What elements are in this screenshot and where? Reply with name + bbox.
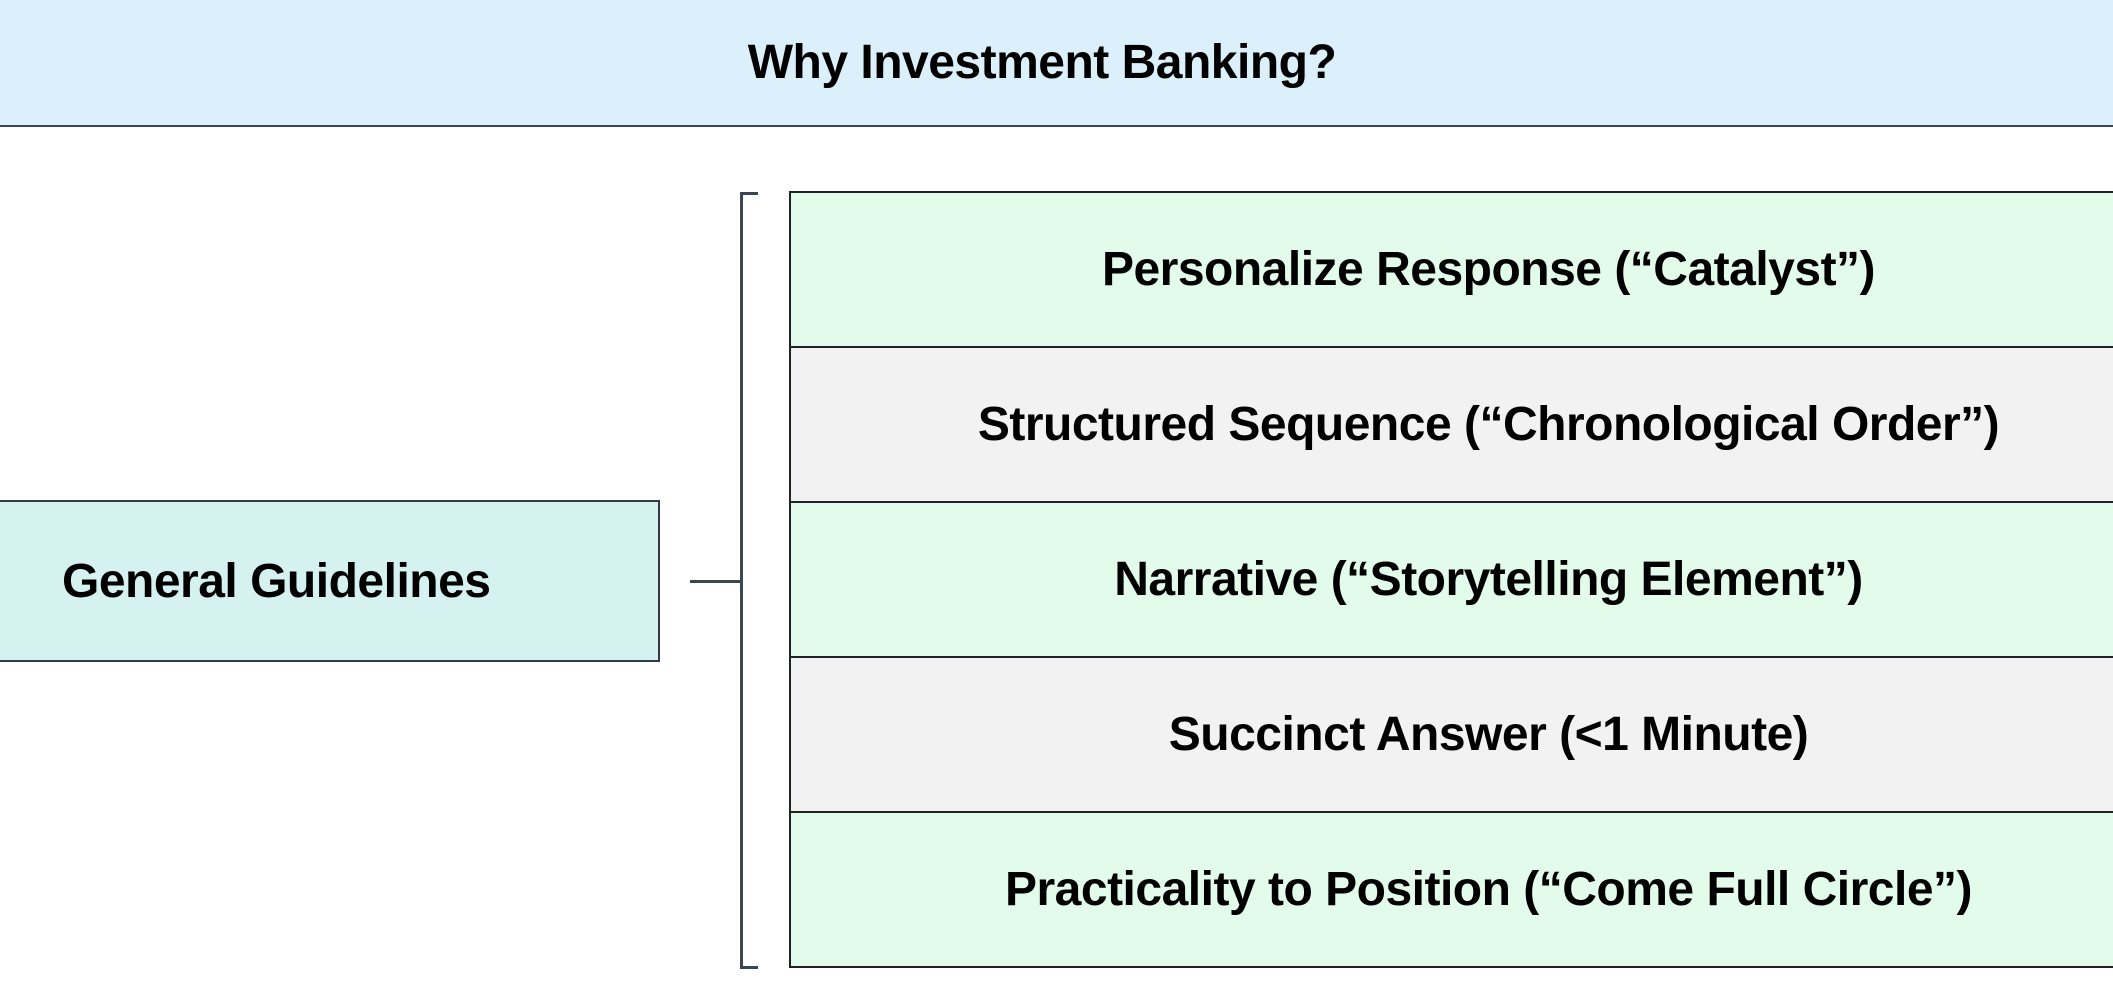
guideline-row-practicality: Practicality to Position (“Come Full Cir… [789, 811, 2113, 968]
guideline-row-structured: Structured Sequence (“Chronological Orde… [789, 346, 2113, 503]
guideline-label: Personalize Response (“Catalyst”) [1101, 243, 1876, 296]
guideline-label: Narrative (“Storytelling Element”) [1114, 553, 1863, 606]
connector-line [690, 580, 742, 583]
guideline-label: Structured Sequence (“Chronological Orde… [977, 398, 2000, 451]
page-title: Why Investment Banking? [747, 36, 1337, 89]
header-banner: Why Investment Banking? [0, 0, 2113, 127]
general-guidelines-label: General Guidelines [62, 554, 491, 608]
guideline-label: Practicality to Position (“Come Full Cir… [1004, 863, 1973, 916]
general-guidelines-box: General Guidelines [0, 500, 660, 662]
guideline-label: Succinct Answer (<1 Minute) [1168, 708, 1809, 761]
guideline-row-personalize: Personalize Response (“Catalyst”) [789, 191, 2113, 348]
guidelines-list: Personalize Response (“Catalyst”) Struct… [789, 191, 2113, 970]
grouping-bracket [740, 192, 758, 969]
guideline-row-succinct: Succinct Answer (<1 Minute) [789, 656, 2113, 813]
guideline-row-narrative: Narrative (“Storytelling Element”) [789, 501, 2113, 658]
